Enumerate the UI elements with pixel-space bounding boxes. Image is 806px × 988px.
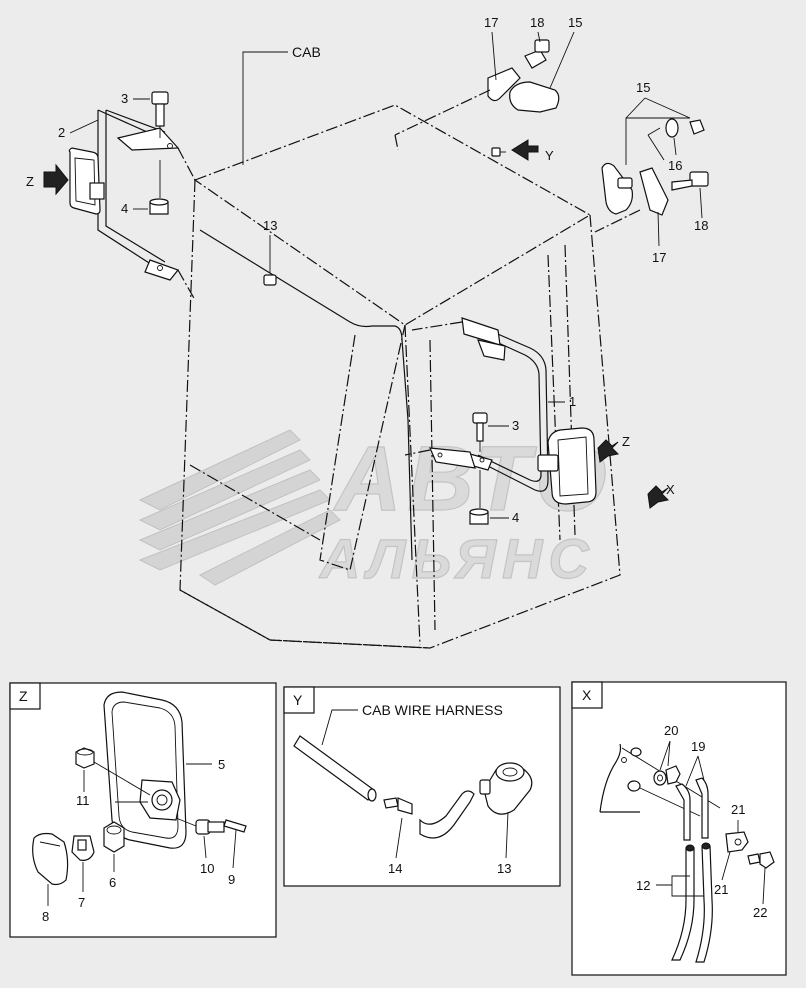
watermark: АВТО АЛЬЯНС: [138, 427, 607, 591]
callout-20: 20: [664, 723, 678, 738]
panel-x-cab-surface: [599, 743, 640, 813]
left-nut-4: [149, 160, 169, 215]
left-bolt-3: [151, 91, 169, 138]
panel-x: X 20 19 21: [571, 681, 787, 976]
cab-label: CAB: [292, 44, 321, 60]
right-nut-4: [469, 470, 489, 525]
callout-1: 1: [569, 394, 576, 409]
left-mirror: [68, 147, 105, 215]
callout-7: 7: [78, 895, 85, 910]
panel-y-harness-cable: [293, 735, 377, 802]
view-z-label-right: Z: [622, 434, 630, 449]
right-bolt-3: [472, 412, 488, 452]
callout-18-top: 18: [530, 15, 544, 30]
callout-6: 6: [109, 875, 116, 890]
panel-z-nut-6: [103, 821, 125, 853]
panel-x-bolt-22: [747, 851, 775, 869]
watermark-logo-icon: [138, 429, 341, 586]
panel-y-tag: Y: [293, 692, 303, 708]
callout-5: 5: [218, 757, 225, 772]
callout-3-left: 3: [121, 91, 128, 106]
callout-22: 22: [753, 905, 767, 920]
panel-x-nut-20: [653, 765, 681, 786]
callout-17-right: 17: [652, 250, 666, 265]
panel-x-tag: X: [582, 687, 592, 703]
view-z-arrow-right-icon: [597, 439, 620, 463]
callout-10: 10: [200, 861, 214, 876]
cab-outline: [179, 104, 621, 649]
view-x-label: X: [666, 482, 675, 497]
callout-13-main: 13: [263, 218, 277, 233]
view-z-arrow-left-icon: [43, 163, 69, 196]
view-y-arrow-icon: [511, 139, 539, 161]
callout-21-bottom: 21: [714, 882, 728, 897]
callout-18-right: 18: [694, 218, 708, 233]
right-top-mirror-assembly: [594, 118, 709, 233]
callout-4-left: 4: [121, 201, 128, 216]
panel-z-nut-11: [75, 747, 151, 796]
callout-16: 16: [668, 158, 682, 173]
view-z-label-left: Z: [26, 174, 34, 189]
watermark-line-2: АЛЬЯНС: [318, 527, 595, 590]
view-x-arrow-icon: [647, 485, 670, 509]
grommet-13-main: [263, 235, 277, 286]
panel-z-clamp-7: [71, 835, 95, 861]
callout-12: 12: [636, 878, 650, 893]
callout-11: 11: [76, 793, 90, 808]
callout-14: 14: [388, 861, 402, 876]
main-view: CAB: [26, 15, 709, 649]
panel-z-tag: Z: [19, 688, 28, 704]
panel-z-cover-8: [32, 832, 69, 886]
panel-z-bolt-10: [175, 817, 225, 835]
callout-19: 19: [691, 739, 705, 754]
view-y-label: Y: [545, 148, 554, 163]
callout-3-right: 3: [512, 418, 519, 433]
wire-harness: [199, 229, 413, 561]
cab-wire-harness-label: CAB WIRE HARNESS: [362, 702, 503, 718]
right-mirror: [537, 427, 597, 505]
panel-y-grommet-13: [479, 762, 533, 815]
callout-13-y: 13: [497, 861, 511, 876]
callout-21-top: 21: [731, 802, 745, 817]
callout-15-right: 15: [636, 80, 650, 95]
callout-4-right: 4: [512, 510, 519, 525]
panel-y-connector-14: [383, 797, 413, 815]
panel-x-clip-21-top: [725, 831, 749, 853]
callout-15-top: 15: [568, 15, 582, 30]
left-mirror-arm: [97, 109, 196, 301]
callout-17-top: 17: [484, 15, 498, 30]
panel-z-pin-9: [223, 819, 247, 833]
right-mirror-arm: [404, 317, 549, 492]
panel-y: Y CAB WIRE HARNESS 14 13: [283, 686, 561, 887]
callout-9: 9: [228, 872, 235, 887]
callout-2-left: 2: [58, 125, 65, 140]
callout-8: 8: [42, 909, 49, 924]
panel-z: Z 5 11 10 9: [9, 682, 277, 938]
top-mirror-assembly: [394, 39, 560, 151]
panel-y-hose: [419, 790, 475, 839]
panel-x-tubes-19: [675, 777, 709, 841]
